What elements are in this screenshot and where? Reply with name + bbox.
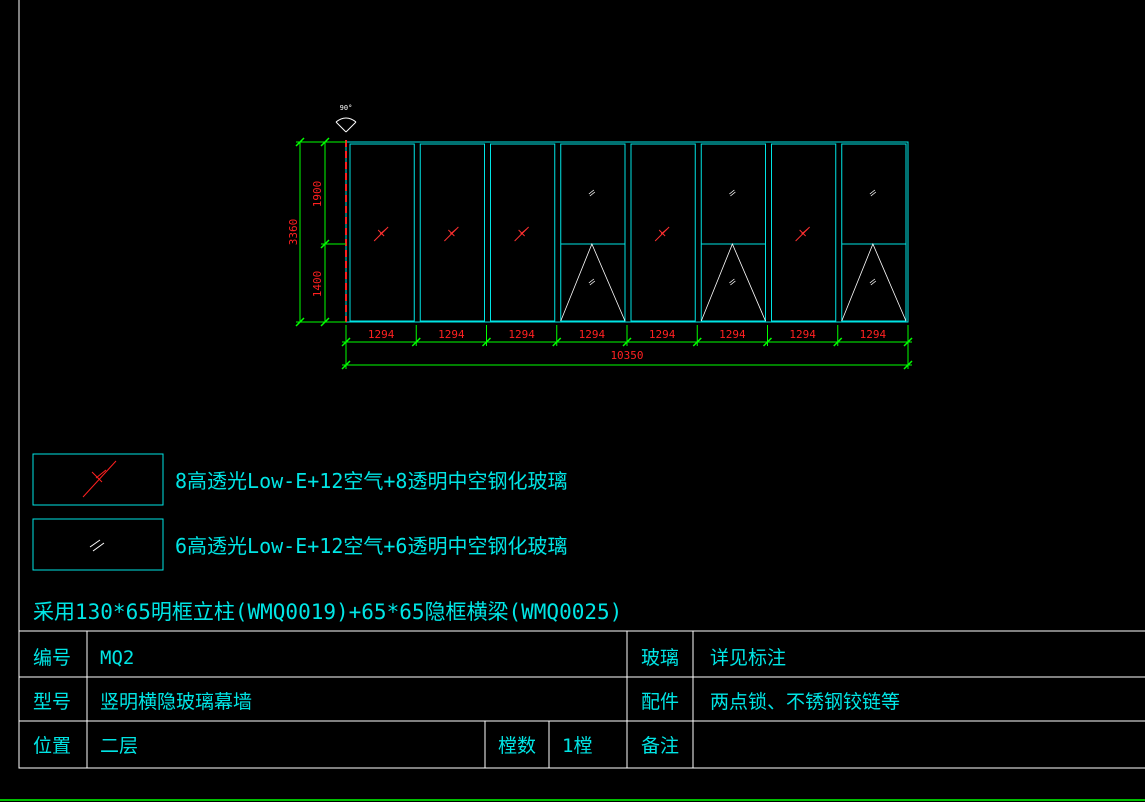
label-glass: 玻璃 bbox=[641, 647, 679, 669]
horizontal-dimensions: 10350 1294 1294 1294 1294 1294 1294 1294 1294 bbox=[341, 325, 913, 370]
dim-panel-width: 1294 bbox=[719, 328, 746, 341]
label-remark: 备注 bbox=[641, 735, 679, 757]
dim-tick bbox=[481, 337, 492, 347]
glass-panel bbox=[560, 143, 626, 322]
glass-mark-line bbox=[730, 280, 736, 286]
swing-angle-label: 90° bbox=[340, 104, 353, 112]
label-number: 编号 bbox=[33, 647, 71, 669]
dim-tick bbox=[762, 337, 773, 347]
glass-mark-line bbox=[801, 228, 808, 235]
outer-frame bbox=[345, 141, 909, 323]
label-position: 位置 bbox=[33, 735, 71, 757]
glass-mark-line bbox=[588, 278, 595, 284]
vertical-dimensions: 3360 1900 1400 bbox=[287, 137, 346, 327]
glass-mark-line bbox=[520, 228, 527, 235]
glass-panel bbox=[490, 143, 556, 322]
dim-tick bbox=[411, 337, 421, 347]
opening-triangle bbox=[841, 242, 907, 322]
dim-tick bbox=[833, 337, 843, 347]
swing-leg bbox=[335, 121, 347, 133]
dim-upper-height: 1900 bbox=[311, 181, 324, 208]
title-block-table: 编号 MQ2 玻璃 详见标注 型号 竖明横隐玻璃幕墙 配件 两点锁、不锈钢铰链等… bbox=[18, 630, 1145, 769]
legend-swatch-2 bbox=[32, 518, 164, 571]
glass-mark-line bbox=[869, 278, 876, 284]
dim-panel-width: 1294 bbox=[789, 328, 816, 341]
value-position: 二层 bbox=[100, 735, 138, 757]
dim-panel-width: 1294 bbox=[649, 328, 676, 341]
legend-mark-line bbox=[89, 539, 101, 548]
glass-panel bbox=[700, 143, 766, 322]
glass-mark-line bbox=[730, 191, 736, 197]
label-type: 型号 bbox=[33, 691, 71, 713]
glass-mark-line bbox=[379, 228, 387, 235]
dim-tick bbox=[295, 137, 305, 147]
dim-tick bbox=[341, 337, 351, 347]
label-fittings: 配件 bbox=[641, 691, 679, 713]
dim-tick bbox=[903, 360, 913, 370]
legend: 8高透光Low-E+12空气+8透明中空钢化玻璃 6高透光Low-E+12空气+… bbox=[32, 453, 567, 571]
swing-arc bbox=[335, 117, 357, 123]
legend-label-2: 6高透光Low-E+12空气+6透明中空钢化玻璃 bbox=[175, 534, 567, 558]
glass-panel bbox=[349, 143, 415, 322]
structure-note: 采用130*65明框立柱(WMQ0019)+65*65隐框横梁(WMQ0025) bbox=[33, 600, 622, 624]
dim-tick bbox=[320, 239, 330, 249]
opening-triangle bbox=[560, 242, 626, 322]
dim-total-width: 10350 bbox=[610, 349, 643, 362]
swing-marker: 90° bbox=[335, 104, 357, 322]
dim-tick bbox=[622, 337, 632, 347]
dim-tick bbox=[320, 137, 330, 147]
dim-tick bbox=[552, 337, 562, 347]
glass-mark-line bbox=[450, 228, 457, 235]
glass-mark-line bbox=[729, 278, 735, 284]
dim-total-height: 3360 bbox=[287, 219, 300, 246]
glass-mark-line bbox=[588, 189, 595, 195]
dim-tick bbox=[320, 317, 330, 327]
glass-panel bbox=[630, 143, 696, 322]
glass-panel bbox=[771, 143, 837, 322]
glass-mark-line bbox=[870, 191, 877, 197]
dim-panel-width: 1294 bbox=[438, 328, 465, 341]
dim-panel-width: 1294 bbox=[579, 328, 606, 341]
dim-tick bbox=[903, 337, 913, 347]
opening-triangle bbox=[700, 242, 766, 322]
glass-panel bbox=[419, 143, 485, 322]
glass-mark-line bbox=[729, 189, 735, 195]
dim-lower-height: 1400 bbox=[311, 271, 324, 298]
swing-leg bbox=[345, 121, 357, 133]
glass-mark-line bbox=[870, 280, 877, 286]
legend-mark-line bbox=[95, 469, 107, 479]
dim-tick bbox=[295, 317, 305, 327]
curtain-wall-elevation bbox=[345, 141, 909, 323]
dim-panel-width: 1294 bbox=[368, 328, 395, 341]
table-border bbox=[18, 630, 1145, 769]
glass-mark-line bbox=[589, 280, 596, 286]
dim-tick bbox=[341, 360, 351, 370]
glass-mark-line bbox=[589, 191, 596, 197]
value-fittings: 两点锁、不锈钢铰链等 bbox=[710, 691, 900, 713]
value-type: 竖明横隐玻璃幕墙 bbox=[100, 691, 252, 713]
legend-mark-line bbox=[92, 542, 105, 552]
value-glass: 详见标注 bbox=[710, 647, 786, 669]
legend-label-1: 8高透光Low-E+12空气+8透明中空钢化玻璃 bbox=[175, 469, 567, 493]
dim-tick bbox=[692, 337, 702, 347]
value-count: 1樘 bbox=[562, 735, 592, 757]
glass-mark-line bbox=[660, 228, 668, 235]
value-number: MQ2 bbox=[100, 647, 134, 669]
glass-panel bbox=[841, 143, 907, 322]
glass-mark-line bbox=[869, 189, 876, 195]
dim-panel-width: 1294 bbox=[860, 328, 887, 341]
legend-swatch-1 bbox=[32, 453, 164, 506]
dim-panel-width: 1294 bbox=[508, 328, 535, 341]
label-count: 樘数 bbox=[498, 735, 536, 757]
